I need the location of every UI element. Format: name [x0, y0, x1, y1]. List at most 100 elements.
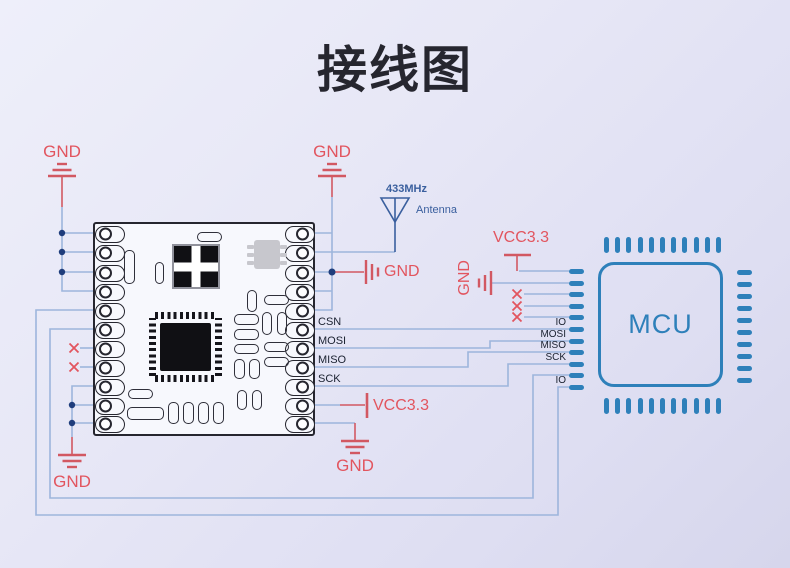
- passive-component: [213, 402, 224, 424]
- mcu-pin: [716, 398, 721, 414]
- mcu-pin-label-miso: MISO: [540, 340, 566, 351]
- mcu-pin: [604, 398, 609, 414]
- mcu-pin: [682, 237, 687, 253]
- antenna-icon: [379, 197, 411, 252]
- module-pin-label-csn: CSN: [318, 316, 342, 328]
- ic-leg: [247, 245, 254, 249]
- mcu-pin: [716, 237, 721, 253]
- pin-hole: [99, 342, 112, 356]
- mcu-pin: [569, 384, 584, 390]
- mcu-pin: [737, 341, 752, 347]
- mcu-pin: [569, 268, 584, 274]
- ic-leg: [247, 261, 254, 265]
- mcu-pin: [649, 398, 654, 414]
- mcu-pin: [682, 398, 687, 414]
- antenna-freq-label: 433MHz: [386, 183, 427, 195]
- mcu-pin: [569, 361, 584, 367]
- passive-component: [252, 390, 262, 410]
- passive-component: [128, 389, 153, 399]
- passive-component: [264, 295, 289, 305]
- mcu-pin: [615, 398, 620, 414]
- mcu-chip: MCU: [598, 262, 723, 387]
- module-pin-left: [95, 340, 125, 358]
- mcu-pin: [660, 398, 665, 414]
- pin-hole: [99, 323, 112, 337]
- mcu-pin: [638, 398, 643, 414]
- passive-component: [234, 314, 259, 325]
- pin-hole: [296, 266, 309, 280]
- blue-wires: [35, 197, 569, 516]
- pin-hole: [296, 285, 309, 299]
- mcu-pin: [737, 281, 752, 287]
- mcu-pin: [705, 237, 710, 253]
- nc-x-marks: [68, 288, 523, 373]
- qfn-pins-right: [215, 318, 222, 376]
- passive-component: [262, 312, 272, 335]
- pin-hole: [296, 227, 309, 241]
- ic-leg: [280, 253, 287, 257]
- gnd-label-bottom-left: GND: [53, 472, 91, 491]
- module-pin-right: [285, 321, 315, 339]
- rf-module: [93, 222, 315, 436]
- mcu-pin: [569, 326, 584, 332]
- passive-component: [264, 342, 289, 352]
- pin-hole: [296, 361, 309, 375]
- module-pin-right: [285, 397, 315, 415]
- passive-component: [237, 390, 247, 410]
- passive-component: [155, 262, 164, 284]
- mcu-pin: [569, 372, 584, 378]
- ic-leg: [280, 245, 287, 249]
- mcu-pin: [569, 303, 584, 309]
- qfn-body: [160, 323, 211, 371]
- module-pin-right: [285, 244, 315, 262]
- mcu-pin: [694, 398, 699, 414]
- passive-component: [198, 402, 209, 424]
- gnd-label-mcu: GND: [456, 260, 473, 296]
- mcu-pin-label-io-top: IO: [555, 317, 566, 328]
- mcu-pin: [737, 269, 752, 275]
- module-pin-right: [285, 359, 315, 377]
- pin-hole: [99, 266, 112, 280]
- qfn-pins-bottom: [155, 375, 216, 382]
- gnd-label-top-left: GND: [43, 142, 81, 161]
- mcu-pin: [649, 237, 654, 253]
- mcu-pin: [737, 305, 752, 311]
- power-symbols: [365, 253, 531, 418]
- passive-component: [183, 402, 194, 424]
- mcu-pin: [737, 377, 752, 383]
- mcu-pin: [737, 353, 752, 359]
- qfn-pins-top: [155, 312, 216, 319]
- module-pin-left: [95, 397, 125, 415]
- mcu-pin: [671, 398, 676, 414]
- mcu-pin: [604, 237, 609, 253]
- main-ic-chip: [149, 312, 222, 382]
- module-pin-left: [95, 321, 125, 339]
- passive-component: [247, 290, 257, 312]
- pin-hole: [296, 342, 309, 356]
- pin-hole: [99, 361, 112, 375]
- module-pin-left: [95, 378, 125, 396]
- qfn-pins-left: [149, 318, 156, 376]
- pin-hole: [296, 246, 309, 260]
- mcu-pin: [569, 314, 584, 320]
- passive-component: [234, 329, 259, 340]
- gnd-label-top-right: GND: [313, 142, 351, 161]
- passive-component: [249, 359, 260, 379]
- pin-hole: [296, 304, 309, 318]
- pin-hole: [99, 417, 112, 431]
- module-pin-left: [95, 302, 125, 320]
- pin-hole: [296, 417, 309, 431]
- module-pin-right: [285, 225, 315, 243]
- module-pin-right: [285, 378, 315, 396]
- mcu-pin: [660, 237, 665, 253]
- passive-component: [127, 407, 164, 420]
- mcu-pin: [569, 280, 584, 286]
- mcu-pin: [569, 291, 584, 297]
- passive-component: [124, 250, 135, 284]
- passive-component: [277, 312, 287, 335]
- mcu-pin: [626, 398, 631, 414]
- mcu-pin: [694, 237, 699, 253]
- module-pin-left: [95, 415, 125, 433]
- pin-hole: [99, 227, 112, 241]
